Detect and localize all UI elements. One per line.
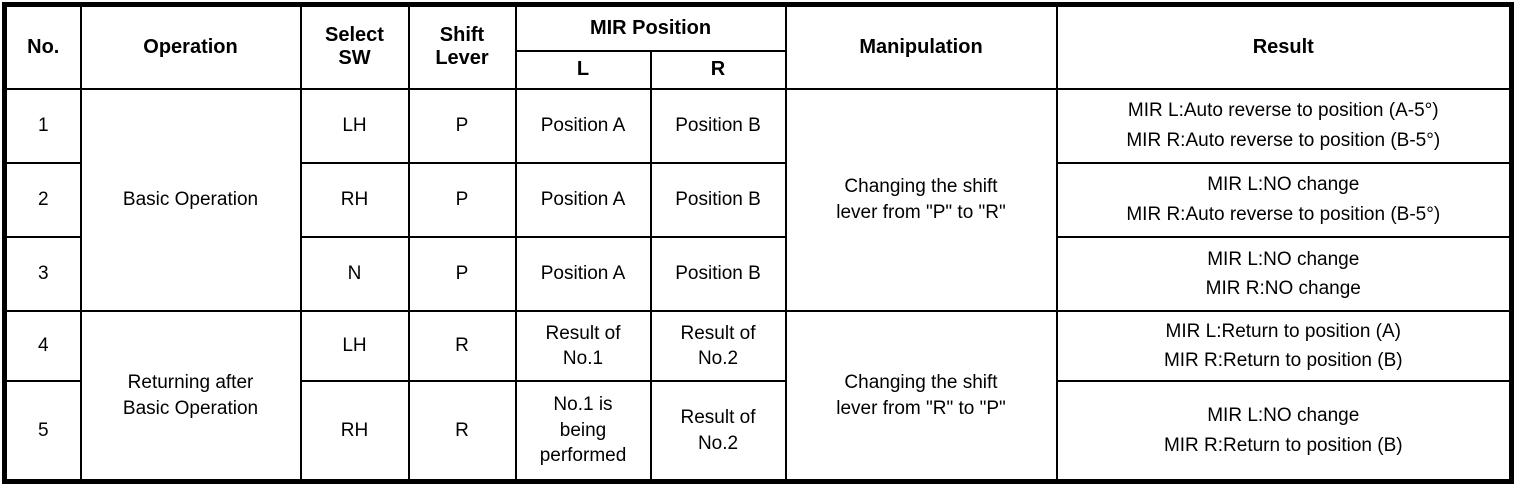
cell-mir-r-2: Position B: [649, 161, 787, 238]
col-header-result: Result: [1055, 3, 1513, 90]
cell-mir-l-5: No.1 is being performed: [514, 380, 652, 483]
cell-mir-l-2: Position A: [514, 161, 652, 238]
col-header-mir-r: R: [649, 49, 787, 90]
cell-select-sw-1: LH: [299, 87, 410, 164]
col-header-mir-position: MIR Position: [514, 3, 787, 52]
cell-result-2: MIR L:NO change MIR R:Auto reverse to po…: [1055, 161, 1513, 238]
col-header-no: No.: [3, 3, 82, 90]
cell-shift-lever-1: P: [407, 87, 517, 164]
cell-select-sw-5: RH: [299, 380, 410, 483]
cell-no-4: 4: [3, 310, 82, 383]
col-header-mir-l: L: [514, 49, 652, 90]
col-header-select-sw: Select SW: [299, 3, 410, 90]
cell-no-5: 5: [3, 380, 82, 483]
cell-mir-l-1: Position A: [514, 87, 652, 164]
cell-result-4: MIR L:Return to position (A) MIR R:Retur…: [1055, 310, 1513, 383]
table-row: 3 N P Position A Position B MIR L:NO cha…: [3, 235, 1513, 313]
table-row: 1 Basic Operation LH P Position A Positi…: [3, 87, 1513, 313]
cell-mir-r-1: Position B: [649, 87, 787, 164]
cell-no-1: 1: [3, 87, 82, 164]
cell-shift-lever-3: P: [407, 235, 517, 313]
table-row: 4 Returning after Basic Operation LH R R…: [3, 310, 1513, 483]
col-header-shift-lever: Shift Lever: [407, 3, 517, 90]
mir-operation-table: No. Operation Select SW Shift Lever MIR …: [2, 2, 1515, 484]
cell-mir-r-4: Result of No.2: [649, 310, 787, 383]
cell-manipulation-p-to-r: Changing the shift lever from "P" to "R": [784, 87, 1058, 313]
cell-operation-basic: Basic Operation: [79, 87, 302, 313]
cell-mir-r-5: Result of No.2: [649, 380, 787, 483]
cell-shift-lever-4: R: [407, 310, 517, 383]
cell-result-3: MIR L:NO change MIR R:NO change: [1055, 235, 1513, 313]
cell-no-2: 2: [3, 161, 82, 238]
cell-manipulation-r-to-p: Changing the shift lever from "R" to "P": [784, 310, 1058, 483]
cell-shift-lever-5: R: [407, 380, 517, 483]
col-header-operation: Operation: [79, 3, 302, 90]
cell-select-sw-3: N: [299, 235, 410, 313]
cell-result-1: MIR L:Auto reverse to position (A-5°) MI…: [1055, 87, 1513, 164]
cell-no-3: 3: [3, 235, 82, 313]
cell-result-5: MIR L:NO change MIR R:Return to position…: [1055, 380, 1513, 483]
table-row: 5 RH R No.1 is being performed Result of…: [3, 380, 1513, 483]
cell-select-sw-4: LH: [299, 310, 410, 383]
cell-mir-l-4: Result of No.1: [514, 310, 652, 383]
cell-select-sw-2: RH: [299, 161, 410, 238]
col-header-manipulation: Manipulation: [784, 3, 1058, 90]
cell-shift-lever-2: P: [407, 161, 517, 238]
table-row: 2 RH P Position A Position B MIR L:NO ch…: [3, 161, 1513, 238]
cell-operation-returning: Returning after Basic Operation: [79, 310, 302, 483]
cell-mir-l-3: Position A: [514, 235, 652, 313]
cell-mir-r-3: Position B: [649, 235, 787, 313]
